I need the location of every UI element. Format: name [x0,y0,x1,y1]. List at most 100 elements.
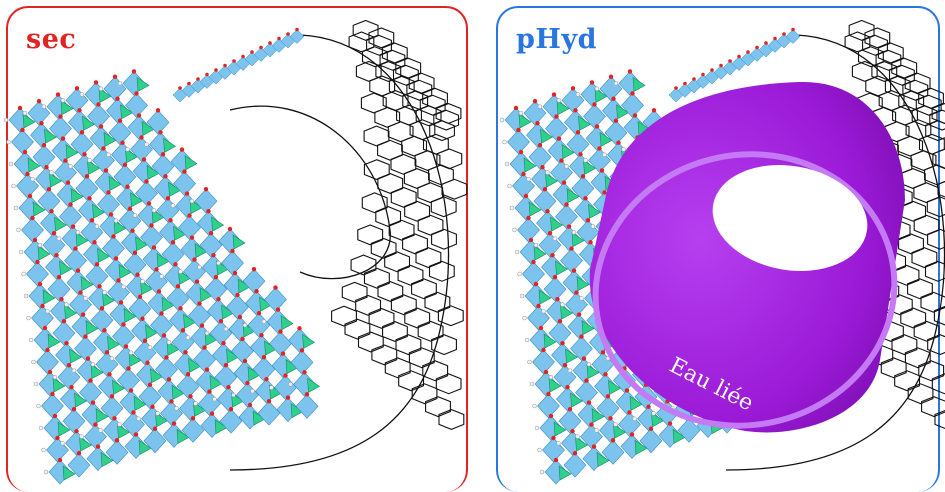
oxygen-atom [116,278,120,282]
hex-cell [364,126,389,146]
oxygen-atom [257,311,261,315]
oxygen-atom [600,168,604,172]
hydrogen-atom [576,92,580,96]
oxygen-atom [216,297,220,301]
hydrogen-atom [505,162,509,166]
hydrogen-atom [42,105,46,109]
hex-cell [356,296,381,316]
octahedron [37,350,59,374]
hex-cell [418,215,443,235]
hex-cell [899,234,924,254]
hydrogen-atom [148,345,152,349]
oxygen-atom [616,141,620,145]
oxygen-atom [38,282,42,286]
oxygen-atom [574,290,578,294]
oxygen-atom [627,410,631,414]
oxygen-atom [195,279,199,283]
oxygen-atom [71,224,75,228]
hex-cell [442,179,467,199]
oxygen-atom [286,32,290,36]
oxygen-atom [514,106,518,110]
oxygen-atom [243,359,247,363]
hydrogen-atom [591,224,595,228]
hydrogen-atom [557,98,561,102]
hydrogen-atom [160,274,164,278]
oxygen-atom [773,37,777,41]
hydrogen-atom [528,360,532,364]
hex-cell [912,248,937,268]
oxygen-atom [573,451,577,455]
oxygen-atom [746,50,750,54]
hydrogen-atom [513,228,517,232]
oxygen-atom [521,172,525,176]
oxygen-atom [118,119,122,123]
oxygen-atom [91,400,95,404]
hydrogen-atom [217,261,221,265]
hydrogen-atom [107,153,111,157]
oxygen-atom [305,392,309,396]
hydrogen-atom [538,448,542,452]
oxygen-atom [546,392,550,396]
oxygen-atom [204,187,208,191]
oxygen-atom [78,290,82,294]
oxygen-atom [182,169,186,173]
oxygen-atom [281,351,285,355]
oxygen-atom [524,194,528,198]
hydrogen-atom [540,470,544,474]
oxygen-atom [150,405,154,409]
oxygen-atom [147,201,151,205]
oxygen-atom [90,218,94,222]
hydrogen-atom [510,206,514,210]
hydrogen-atom [525,338,529,342]
oxygen-atom [558,319,562,323]
oxygen-atom [568,407,572,411]
hydrogen-atom [614,81,618,85]
oxygen-atom [710,68,714,72]
hydrogen-atom [515,250,519,254]
oxygen-atom [567,224,571,228]
oxygen-atom [178,306,182,310]
tetrahedron [137,77,149,91]
hex-cell [908,279,933,299]
octahedron [533,350,555,374]
oxygen-atom [125,185,129,189]
oxygen-atom [186,372,190,376]
oxygen-atom [202,345,206,349]
oxygen-atom [140,317,144,321]
oxygen-atom [535,121,539,125]
oxygen-atom [603,372,607,376]
hex-cell [412,279,437,299]
hydrogen-atom [72,369,76,373]
oxygen-atom [124,344,128,348]
oxygen-atom [56,92,60,96]
oxygen-atom [139,135,143,139]
hex-cell [391,188,416,208]
oxygen-atom [582,356,586,360]
oxygen-atom [576,130,580,134]
hydrogen-atom [561,303,565,307]
hex-cell [434,110,459,130]
hex-cell [892,335,917,355]
oxygen-atom [552,92,556,96]
hex-cell [416,248,441,268]
oxygen-atom [764,41,768,45]
oxygen-atom [57,275,61,279]
oxygen-atom [224,363,228,367]
octahedron [538,394,560,418]
oxygen-atom [286,395,290,399]
oxygen-atom [164,355,168,359]
hex-cell [405,308,430,328]
oxygen-atom [584,378,588,382]
hex-cell [378,174,403,194]
oxygen-atom [81,312,85,316]
hex-cell [914,183,939,203]
oxygen-atom [187,82,191,86]
oxygen-atom [152,245,156,249]
octahedron [22,218,44,242]
oxygen-atom [737,55,741,59]
oxygen-atom [33,238,37,242]
hydrogen-atom [232,393,236,397]
hydrogen-atom [156,411,160,415]
oxygen-atom [560,341,564,345]
oxygen-atom [551,436,555,440]
